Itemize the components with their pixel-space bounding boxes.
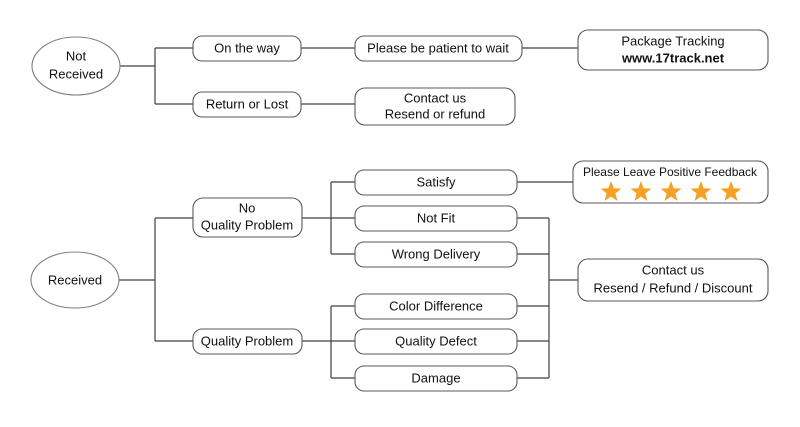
not-received-label-line1: Not bbox=[66, 48, 87, 63]
connectors-received bbox=[119, 181, 578, 379]
node-option-color-difference[interactable]: Color Difference bbox=[354, 293, 518, 320]
damage-box-shape bbox=[354, 365, 518, 392]
not-fit-label: Not Fit bbox=[417, 210, 456, 225]
please-wait-label: Please be patient to wait bbox=[367, 40, 509, 55]
star-icon-3[interactable] bbox=[660, 181, 682, 201]
node-quality-problem[interactable]: Quality Problem bbox=[192, 328, 303, 355]
star-icon-2[interactable] bbox=[630, 181, 652, 201]
node-received[interactable]: Received bbox=[30, 251, 120, 309]
node-contact-resend-refund[interactable]: Contact us Resend or refund bbox=[354, 87, 516, 126]
quality-problem-label: Quality Problem bbox=[201, 333, 293, 348]
contact-resend-refund-box-shape bbox=[354, 87, 516, 126]
satisfy-label: Satisfy bbox=[416, 174, 456, 189]
damage-label: Damage bbox=[411, 370, 460, 385]
on-the-way-box-shape bbox=[192, 35, 302, 62]
received-label: Received bbox=[48, 272, 102, 287]
resolution-contact-box-shape bbox=[577, 258, 769, 302]
received-ellipse-shape bbox=[30, 251, 120, 309]
not-received-ellipse-shape bbox=[31, 36, 121, 96]
quality-problem-box-shape bbox=[192, 328, 303, 355]
package-tracking-label-line1: Package Tracking bbox=[621, 33, 724, 48]
not-fit-box-shape bbox=[354, 205, 518, 232]
node-no-quality-problem[interactable]: No Quality Problem bbox=[192, 197, 303, 238]
node-option-not-fit[interactable]: Not Fit bbox=[354, 205, 518, 232]
return-or-lost-box-shape bbox=[192, 91, 302, 118]
on-the-way-label: On the way bbox=[214, 40, 280, 55]
wrong-delivery-label: Wrong Delivery bbox=[392, 246, 481, 261]
return-or-lost-label: Return or Lost bbox=[206, 96, 289, 111]
satisfy-box-shape bbox=[354, 169, 518, 196]
resolution-contact-label-line2: Resend / Refund / Discount bbox=[594, 280, 753, 295]
node-option-damage[interactable]: Damage bbox=[354, 365, 518, 392]
node-return-or-lost[interactable]: Return or Lost bbox=[192, 91, 302, 118]
star-icon-4[interactable] bbox=[690, 181, 712, 201]
node-not-received[interactable]: Not Received bbox=[31, 36, 121, 96]
branch-not-received: Not Received On the way Return or Lost P… bbox=[31, 29, 769, 126]
positive-feedback-label: Please Leave Positive Feedback bbox=[583, 165, 758, 179]
positive-feedback-box-shape bbox=[572, 160, 769, 204]
not-received-label-line2: Received bbox=[49, 66, 103, 81]
no-quality-problem-label-line1: No bbox=[239, 200, 256, 215]
branch-received: Received No Quality Problem Quality Prob… bbox=[30, 160, 769, 392]
wrong-delivery-box-shape bbox=[354, 241, 518, 268]
resolution-contact-label-line1: Contact us bbox=[642, 262, 705, 277]
no-quality-problem-box-shape bbox=[192, 197, 303, 238]
color-difference-label: Color Difference bbox=[389, 298, 483, 313]
node-option-quality-defect[interactable]: Quality Defect bbox=[354, 328, 518, 355]
rating-stars[interactable] bbox=[600, 181, 742, 201]
node-positive-feedback[interactable]: Please Leave Positive Feedback bbox=[572, 160, 769, 204]
package-tracking-box-shape bbox=[577, 29, 769, 71]
please-wait-box-shape bbox=[354, 35, 523, 62]
node-option-wrong-delivery[interactable]: Wrong Delivery bbox=[354, 241, 518, 268]
star-icon-1[interactable] bbox=[600, 181, 622, 201]
node-please-wait[interactable]: Please be patient to wait bbox=[354, 35, 523, 62]
no-quality-problem-label-line2: Quality Problem bbox=[201, 217, 293, 232]
contact-resend-refund-label-line2: Resend or refund bbox=[385, 106, 485, 121]
node-resolution-contact[interactable]: Contact us Resend / Refund / Discount bbox=[577, 258, 769, 302]
node-option-satisfy[interactable]: Satisfy bbox=[354, 169, 518, 196]
node-package-tracking[interactable]: Package Tracking www.17track.net bbox=[577, 29, 769, 71]
star-icon-5[interactable] bbox=[720, 181, 742, 201]
color-difference-box-shape bbox=[354, 293, 518, 320]
quality-defect-box-shape bbox=[354, 328, 518, 355]
package-tracking-url[interactable]: www.17track.net bbox=[621, 50, 725, 65]
quality-defect-label: Quality Defect bbox=[395, 333, 477, 348]
node-on-the-way[interactable]: On the way bbox=[192, 35, 302, 62]
contact-resend-refund-label-line1: Contact us bbox=[404, 90, 467, 105]
connectors-not-received bbox=[120, 47, 578, 105]
